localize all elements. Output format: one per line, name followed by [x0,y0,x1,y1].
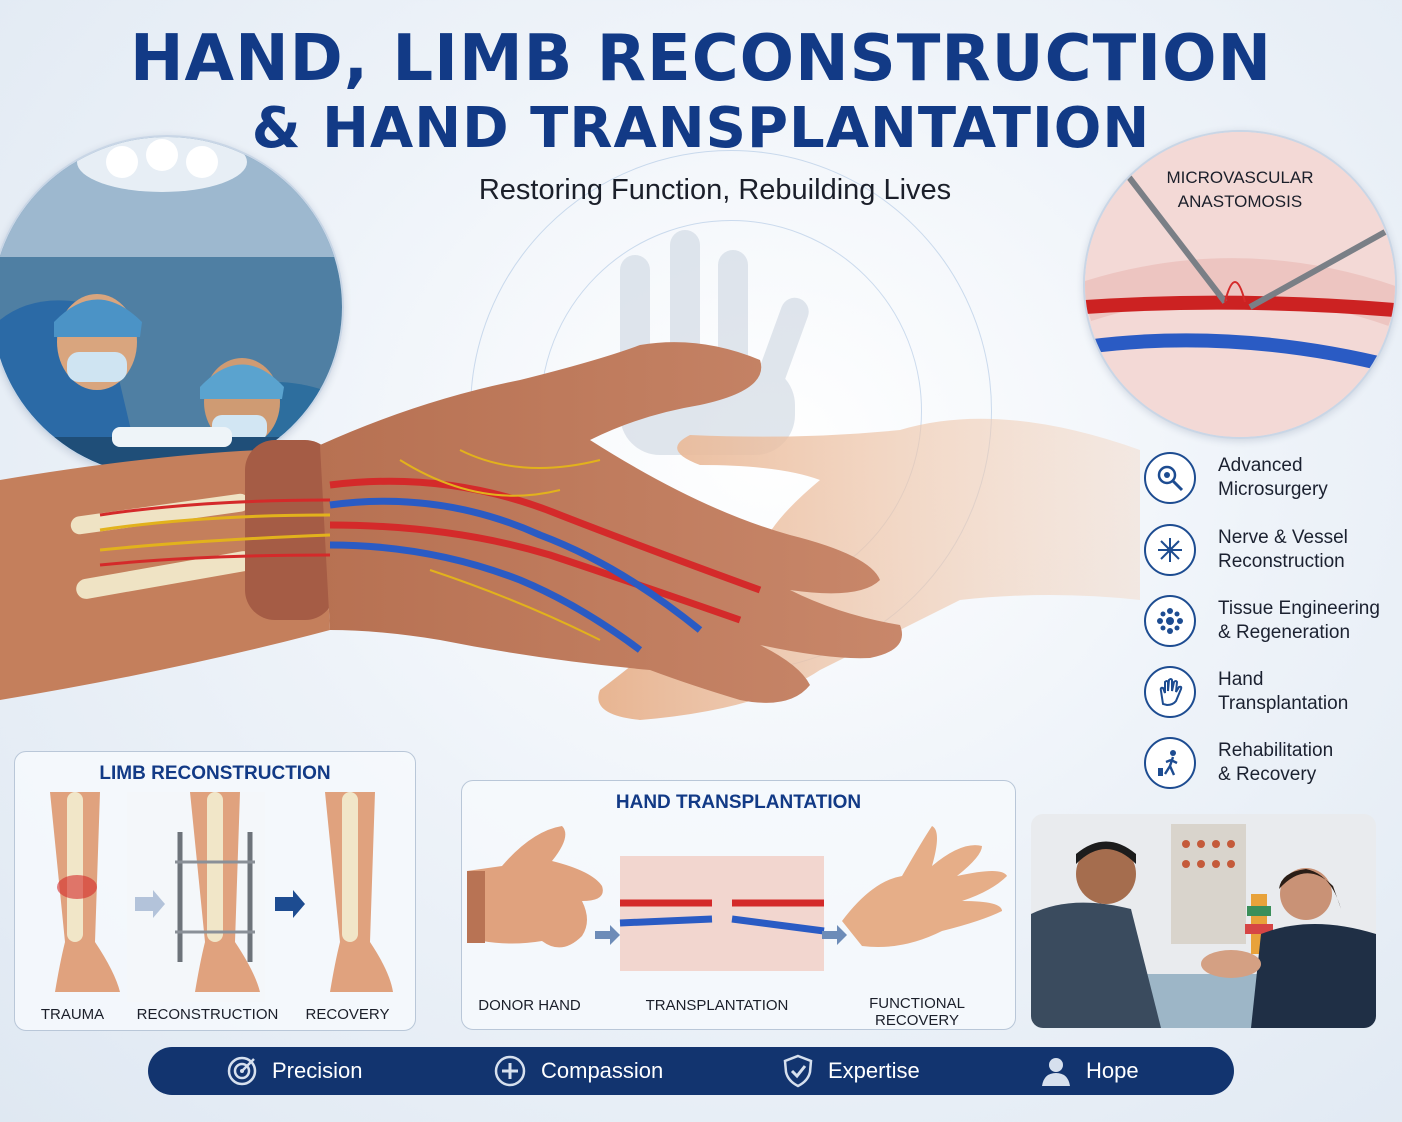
feature-item-tissue-engineering: Tissue Engineering & Regeneration [1144,595,1398,647]
page-title-line1: HAND, LIMB RECONSTRUCTION [129,22,1273,96]
person-icon [1042,1058,1070,1086]
value-expertise: Expertise [782,1047,920,1095]
hand-step-functional-recovery: FUNCTIONAL RECOVERY [869,995,965,1029]
limb-step-recovery: RECOVERY [305,1006,390,1023]
feature-line2: Transplantation [1218,693,1349,714]
nerve-icon [1144,524,1196,576]
value-label: Precision [272,1058,363,1083]
values-bar: Precision Compassion Expertise Hope [148,1047,1234,1095]
vessel-suture-illustration [1085,132,1395,437]
page-title-line2: & HAND TRANSPLANTATION [251,96,1151,161]
microvascular-label-line1: MICROVASCULAR [1166,168,1314,187]
value-label: Hope [1086,1058,1139,1083]
target-icon [227,1056,257,1086]
shield-check-icon [783,1054,813,1088]
value-label: Expertise [828,1058,920,1083]
hand-icon [1144,666,1196,718]
feature-line1: Hand [1218,669,1264,690]
hand-stages-illustration [467,826,1007,971]
reconstruction-leg [127,792,265,1002]
hand-step-transplantation: TRANSPLANTATION [645,997,789,1014]
therapy-session-illustration [1031,814,1376,1028]
microvascular-label-line2: ANASTOMOSIS [1177,192,1303,211]
cells-icon [1144,595,1196,647]
hand-panel-title: HAND TRANSPLANTATION [615,792,862,813]
feature-line2: Microsurgery [1218,479,1328,500]
rehab-icon [1144,737,1196,789]
value-hope: Hope [1040,1047,1139,1095]
value-label: Compassion [541,1058,664,1083]
feature-line1: Rehabilitation [1218,740,1334,761]
limb-panel-title: LIMB RECONSTRUCTION [99,763,331,784]
value-compassion: Compassion [493,1047,663,1095]
feature-line1: Advanced [1218,455,1303,476]
feature-line1: Tissue Engineering [1218,598,1380,619]
feature-item-rehabilitation: Rehabilitation & Recovery [1144,737,1398,789]
hands-reaching-illustration [0,342,1140,720]
microvascular-anastomosis-photo: MICROVASCULAR ANASTOMOSIS [1083,130,1397,439]
value-precision: Precision [226,1047,362,1095]
hand-transplantation-panel: HAND TRANSPLANTATION DONOR HAND TRANSPLA… [461,780,1016,1030]
magnifier-icon [1144,452,1196,504]
limb-step-reconstruction: RECONSTRUCTION [136,1006,279,1023]
limb-step-trauma: TRAUMA [40,1006,105,1023]
limb-reconstruction-panel: LIMB RECONSTRUCTION TRAUMA RECONSTRUCTIO… [14,751,416,1031]
hand-step-donor: DONOR HAND [478,997,581,1014]
feature-line2: & Regeneration [1218,622,1351,643]
feature-line2: & Recovery [1218,764,1317,785]
page-subtitle: Restoring Function, Rebuilding Lives [478,174,952,206]
trauma-leg [50,792,120,992]
rehabilitation-therapy-photo [1031,814,1376,1028]
plus-circle-icon [494,1055,526,1087]
limb-stages-illustration [50,792,393,1002]
feature-line2: Reconstruction [1218,551,1345,572]
recovery-leg [325,792,393,992]
feature-line1: Nerve & Vessel [1218,527,1348,548]
